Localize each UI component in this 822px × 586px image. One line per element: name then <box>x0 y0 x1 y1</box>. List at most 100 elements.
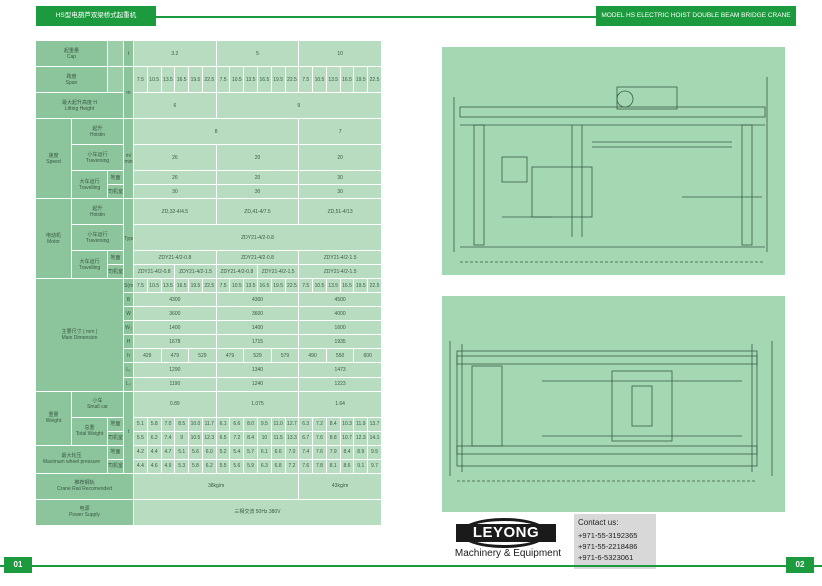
spec-value: 7.0 <box>160 416 176 432</box>
spec-value: 5.2 <box>215 444 231 460</box>
spec-label: 地面 <box>107 416 125 432</box>
spec-value: 7.9 <box>325 444 341 460</box>
spec-value: 6.8 <box>270 458 286 474</box>
spec-value: 9 <box>215 92 382 120</box>
spec-value: 16.5 <box>339 66 355 94</box>
spec-value: 1240 <box>215 376 300 392</box>
spec-value: 19.5 <box>270 66 286 94</box>
spec-value: 5.5 <box>133 430 148 446</box>
spec-label: m <box>123 66 135 120</box>
contact-phone-2[interactable]: +971-55-2218486 <box>578 542 638 551</box>
spec-value: 11.0 <box>270 416 286 432</box>
spec-value: 6.1 <box>215 416 231 432</box>
spec-value: 7.2 <box>284 458 300 474</box>
spec-value: 22.5 <box>201 66 217 94</box>
crane-side-drawing <box>442 47 785 275</box>
spec-value: 1715 <box>215 334 300 350</box>
spec-value: ZDY21-4/2-1.5 <box>298 250 382 266</box>
spec-label: 司机室 <box>107 458 125 474</box>
contact-phone-3[interactable]: +971-6-5323061 <box>578 553 634 562</box>
spec-value: 5 <box>215 39 300 68</box>
spec-value: 13.5 <box>325 66 341 94</box>
spec-value: 11.7 <box>201 416 217 432</box>
spec-value: 7.5 <box>298 278 314 294</box>
spec-value: 19.5 <box>188 66 203 94</box>
spec-value: 22.5 <box>201 278 217 294</box>
contact-title: Contact us: <box>578 518 619 527</box>
spec-label: 主要尺寸 ( mm )Main Dimension <box>34 278 125 392</box>
spec-value: 13.5 <box>160 278 176 294</box>
spec-value: 8.9 <box>353 444 369 460</box>
spec-value: 1400 <box>133 320 217 336</box>
spec-value: 10.3 <box>339 416 355 432</box>
spec-value: 7.5 <box>215 278 231 294</box>
spec-value: ZDY21-4/2-1.5 <box>256 264 300 280</box>
spec-value: 9.5 <box>367 444 382 460</box>
spec-value: 13.5 <box>325 278 341 294</box>
spec-value: 429 <box>133 348 162 364</box>
spec-value: 5.8 <box>146 416 162 432</box>
spec-value: 30 <box>133 184 217 200</box>
spec-value: 13.5 <box>243 66 258 94</box>
spec-value: 13.5 <box>243 278 258 294</box>
spec-value: 30 <box>298 170 382 186</box>
spec-value: 10.7 <box>339 430 355 446</box>
spec-value: 10 <box>256 430 272 446</box>
spec-value: 22.5 <box>284 66 300 94</box>
spec-value: 5.1 <box>174 444 190 460</box>
spec-value: 6.7 <box>298 430 314 446</box>
spec-value: 11.5 <box>270 430 286 446</box>
spec-value: 7.4 <box>298 444 314 460</box>
spec-label: 司机室 <box>107 264 125 280</box>
spec-value: 5.4 <box>229 444 245 460</box>
spec-value: 6.2 <box>201 458 217 474</box>
spec-value: 4.9 <box>160 458 176 474</box>
spec-value: 5.6 <box>229 458 245 474</box>
spec-row: 电动机Motor起升HoistinTypeZD,32-4/4.5ZD,41-4/… <box>35 198 382 280</box>
spec-value: 14.1 <box>367 430 382 446</box>
spec-value: 7.5 <box>133 278 148 294</box>
spec-value: 1678 <box>133 334 217 350</box>
spec-value: 22.5 <box>284 278 300 294</box>
spec-value: 1600 <box>298 320 382 336</box>
spec-value: 19.5 <box>188 278 203 294</box>
company-logo: LEYONG Machinery & Equipment <box>442 514 574 569</box>
spec-value: 5.6 <box>188 444 203 460</box>
spec-value: 12.3 <box>201 430 217 446</box>
spec-value: 8 <box>133 118 300 146</box>
spec-value: 1473 <box>298 362 382 378</box>
contact-phone-1[interactable]: +971-55-3192365 <box>578 531 638 540</box>
spec-value: 13.3 <box>284 430 300 446</box>
spec-value: 1190 <box>133 376 217 392</box>
spec-value: 12.3 <box>353 430 369 446</box>
spec-value: ZDY21-4/2-0.8 <box>215 264 258 280</box>
spec-label: 地面 <box>107 250 125 266</box>
spec-value: 10.5 <box>146 278 162 294</box>
spec-value: 10.5 <box>312 278 327 294</box>
spec-value: 6.1 <box>256 444 272 460</box>
spec-value: 9.7 <box>367 458 382 474</box>
spec-value: 30 <box>215 184 300 200</box>
spec-value: 16.5 <box>256 278 272 294</box>
spec-value: 1935 <box>298 334 382 350</box>
spec-label <box>107 39 125 68</box>
spec-value: 5.1 <box>133 416 148 432</box>
spec-value: 10.5 <box>188 430 203 446</box>
spec-value: 16.5 <box>174 66 190 94</box>
spec-value: 10.5 <box>229 66 245 94</box>
